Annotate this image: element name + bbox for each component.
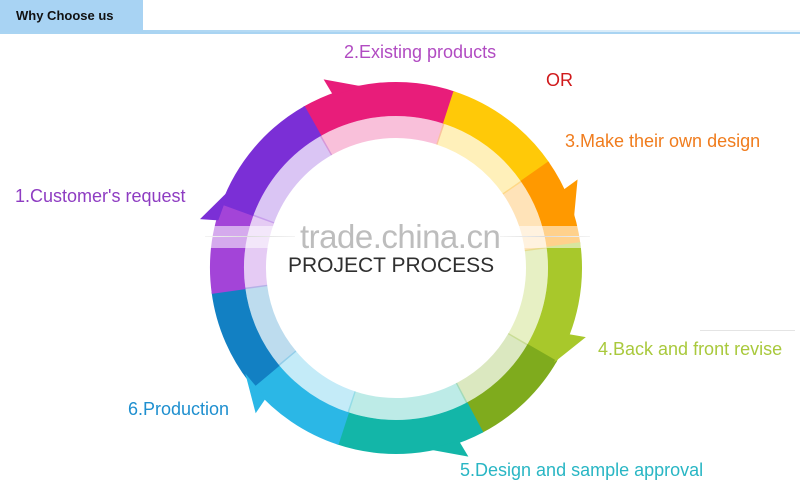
ring-segment-purple-inner	[253, 135, 333, 224]
ring-segment-purple	[221, 105, 322, 217]
inner-ring-segments	[200, 116, 600, 420]
ring-segment-teal	[336, 402, 484, 454]
decorative-line	[205, 236, 295, 237]
ring-segment-violet	[210, 202, 254, 294]
ring-arrow-5	[245, 373, 266, 414]
ring-arrow-3	[553, 333, 586, 363]
ring-segment-magenta-inner	[320, 116, 445, 156]
ring-segments	[210, 82, 582, 454]
decorative-line	[700, 330, 795, 331]
ring-segment-cyan	[252, 364, 350, 445]
step-label-3: 3.Make their own design	[565, 131, 761, 151]
watermark-text: trade.china.cn	[300, 218, 501, 255]
or-label: OR	[546, 70, 573, 90]
ring-segment-yellow-inner	[436, 123, 522, 195]
step-label-2: 2.Existing products	[344, 42, 497, 62]
step-label-6: 6.Production	[128, 399, 230, 419]
tab-why-choose-us[interactable]: Why Choose us	[0, 0, 143, 32]
ring-segment-cyan-inner	[278, 350, 356, 413]
header-divider	[143, 30, 800, 32]
ring-arrow-6	[200, 190, 230, 221]
ring-segment-lime-inner	[507, 246, 548, 346]
decorative-line	[500, 236, 590, 237]
ring-segment-blue-inner	[245, 284, 297, 366]
ring-arrow-2	[562, 179, 578, 221]
ring-segment-lime	[526, 242, 582, 363]
step-label-5: 5.Design and sample approval	[460, 460, 704, 480]
ring-segment-teal-inner	[347, 382, 468, 420]
step-label-4: 4.Back and front revise	[598, 339, 783, 359]
step-label-1: 1.Customer's request	[15, 186, 186, 206]
header-bar: Why Choose us	[0, 0, 800, 34]
ring-arrow-1	[323, 79, 365, 96]
center-title: PROJECT PROCESS	[288, 254, 495, 277]
ring-segment-green-inner	[455, 333, 528, 403]
ring-segment-magenta	[303, 82, 456, 137]
ring-segment-yellow	[442, 91, 550, 183]
ring-glare	[200, 226, 600, 248]
ring-arrows	[200, 79, 586, 457]
ring-segment-green	[465, 344, 558, 434]
ring-arrow-4	[427, 440, 469, 457]
ring-segment-blue	[211, 287, 280, 388]
